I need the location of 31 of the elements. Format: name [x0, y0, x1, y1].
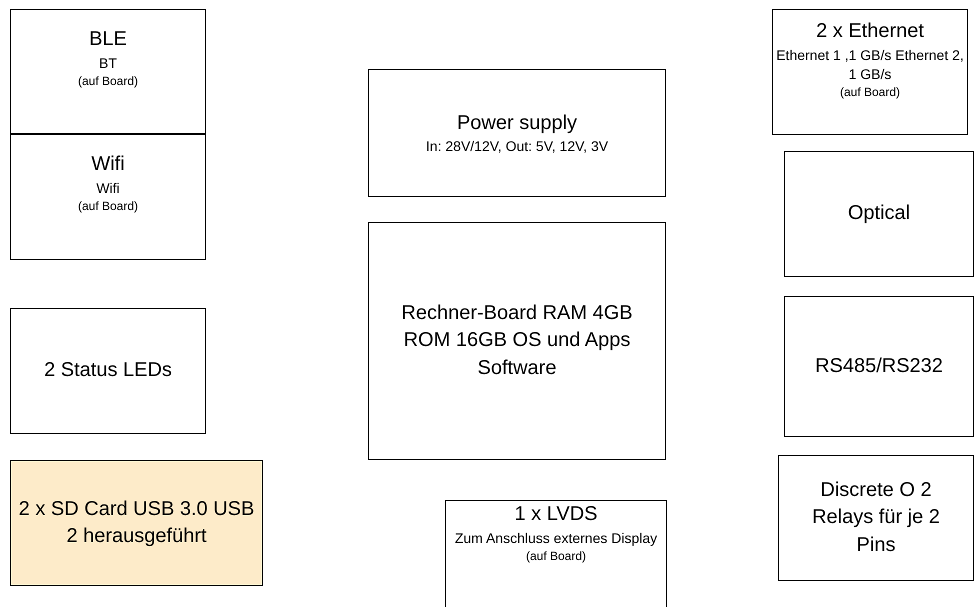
component-box	[778, 455, 974, 581]
box-text: 1 x LVDS	[514, 502, 598, 527]
box-text: Zum Anschluss externes Display	[454, 528, 658, 548]
component-box	[445, 500, 667, 607]
box-text: 2 Status LEDs	[44, 358, 172, 384]
component-box	[368, 222, 666, 460]
box-text: Power supply	[456, 110, 578, 136]
box-text: Discrete O 2 Relays für je 2 Pins	[811, 478, 941, 558]
box-text: 2 x Ethernet	[816, 19, 924, 44]
component-box	[784, 151, 974, 277]
component-box	[10, 460, 263, 586]
component-box	[10, 134, 206, 260]
box-text: Ethernet 1 ,1 GB/s Ethernet 2, 1 GB/s	[775, 46, 965, 84]
component-box	[772, 9, 968, 135]
box-text: Rechner-Board RAM 4GB ROM 16GB OS und Apps Software	[400, 300, 634, 381]
box-text: In: 28V/12V, Out: 5V, 12V, 3V	[426, 137, 608, 156]
box-text: (auf Board)	[526, 548, 586, 564]
box-text: Wifi	[91, 152, 125, 177]
box-text: RS485/RS232	[815, 354, 943, 379]
component-box	[10, 9, 206, 134]
component-box	[10, 308, 206, 434]
box-text: Optical	[848, 201, 910, 226]
component-box	[368, 69, 666, 197]
box-text: Wifi	[96, 178, 120, 198]
box-text: (auf Board)	[78, 198, 138, 214]
box-text: BLE	[89, 27, 127, 52]
box-text: BT	[99, 54, 117, 72]
box-text: (auf Board)	[78, 72, 138, 90]
box-text: 2 x SD Card USB 3.0 USB 2 herausgeführt	[18, 496, 256, 549]
component-box	[784, 296, 974, 437]
box-text: (auf Board)	[840, 84, 900, 100]
